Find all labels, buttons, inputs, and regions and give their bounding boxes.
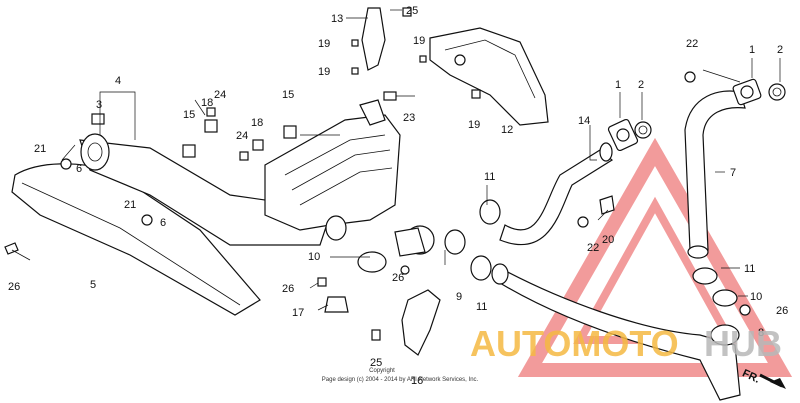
bracket xyxy=(361,7,386,71)
callout-25: 25 xyxy=(370,357,382,369)
callout-1: 1 xyxy=(749,44,755,56)
callout-7: 7 xyxy=(730,167,736,179)
callout-6: 6 xyxy=(76,163,82,175)
callout-26: 26 xyxy=(8,281,20,293)
callout-19: 19 xyxy=(318,38,330,50)
leader-lines xyxy=(61,9,781,311)
callout-19: 19 xyxy=(468,119,480,131)
callout-26: 26 xyxy=(776,305,788,317)
callout-16: 16 xyxy=(411,375,423,387)
callout-10: 10 xyxy=(750,291,762,303)
bracket-16 xyxy=(401,289,441,356)
callout-23: 23 xyxy=(403,112,415,124)
callout-20: 20 xyxy=(602,234,614,246)
callout-17: 17 xyxy=(292,307,304,319)
exhaust-pipe-lower xyxy=(494,267,741,401)
callout-10: 10 xyxy=(308,251,320,263)
gasket-1 xyxy=(607,78,762,152)
callout-1: 1 xyxy=(615,79,621,91)
callout-22: 22 xyxy=(587,242,599,254)
callout-9: 9 xyxy=(456,291,462,303)
callout-11: 11 xyxy=(744,263,755,275)
callout-19: 19 xyxy=(413,35,425,47)
callout-21: 21 xyxy=(34,143,46,155)
exhaust-pipe-upper xyxy=(499,149,614,246)
watermark-right-text: HUB xyxy=(704,323,782,364)
callout-24: 24 xyxy=(236,130,248,142)
callout-19: 19 xyxy=(318,66,330,78)
callout-2: 2 xyxy=(638,79,644,91)
callout-13: 13 xyxy=(331,13,343,25)
collar xyxy=(479,199,501,225)
muffler xyxy=(79,139,331,246)
callout-3: 3 xyxy=(96,99,102,111)
callout-6: 6 xyxy=(160,217,166,229)
callout-18: 18 xyxy=(251,117,263,129)
callout-14: 14 xyxy=(578,115,590,127)
callout-25: 25 xyxy=(406,5,418,17)
callout-21: 21 xyxy=(124,199,136,211)
callout-15: 15 xyxy=(183,109,195,121)
callout-26: 26 xyxy=(392,272,404,284)
clamp xyxy=(444,229,466,255)
callout-24: 24 xyxy=(214,89,226,101)
callout-labels: 1 1 2 2 3 4 5 6 6 7 8 9 10 10 11 11 11 1… xyxy=(8,5,788,387)
watermark-logo: AUTOMOTO HUB xyxy=(470,323,782,364)
gasket-2 xyxy=(634,83,786,139)
callout-18: 18 xyxy=(201,97,213,109)
callout-12: 12 xyxy=(501,124,513,136)
watermark-left-text: AUTOMOTO xyxy=(470,323,679,364)
callout-11: 11 xyxy=(484,171,495,183)
rubber-mount xyxy=(324,296,349,313)
upper-heat-guard xyxy=(429,27,549,126)
callout-22: 22 xyxy=(686,38,698,50)
callout-5: 5 xyxy=(90,279,96,291)
callout-2: 2 xyxy=(777,44,783,56)
callout-15: 15 xyxy=(282,89,294,101)
fasteners xyxy=(4,7,751,341)
callout-8: 8 xyxy=(758,327,764,339)
callout-4: 4 xyxy=(115,75,121,87)
copyright-line-2: Page design (c) 2004 - 2014 by ARI Netwo… xyxy=(322,377,479,383)
copyright-line-1: Copyright xyxy=(369,368,395,374)
callout-26: 26 xyxy=(282,283,294,295)
silencer-box xyxy=(264,114,401,231)
callout-11: 11 xyxy=(476,301,487,313)
